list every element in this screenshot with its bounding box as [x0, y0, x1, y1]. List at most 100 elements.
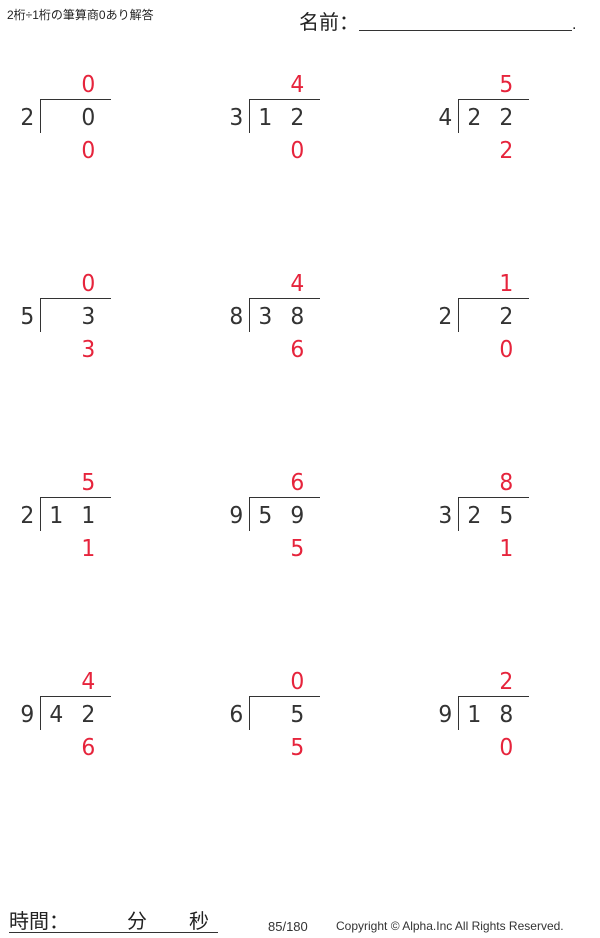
- quotient: 5: [499, 72, 514, 98]
- dividend-ones: 8: [290, 304, 305, 330]
- remainder: 0: [499, 735, 514, 761]
- division-problem-1: 0 2 0 0: [20, 70, 180, 180]
- remainder: 6: [81, 735, 96, 761]
- remainder: 2: [499, 138, 514, 164]
- dividend-tens: 5: [258, 503, 273, 529]
- division-problem-11: 0 6 5 5: [229, 667, 389, 777]
- dividend-tens: 1: [467, 702, 482, 728]
- division-problem-7: 5 2 1 1 1: [20, 468, 180, 578]
- minutes-label: 分: [127, 911, 147, 933]
- division-bracket-top: [458, 696, 529, 697]
- dividend-ones: 2: [499, 304, 514, 330]
- division-problem-5: 4 8 3 8 6: [229, 269, 389, 379]
- dividend-ones: 2: [499, 105, 514, 131]
- dividend-ones: 5: [290, 702, 305, 728]
- dividend-tens: 4: [49, 702, 64, 728]
- dividend-tens: 2: [467, 105, 482, 131]
- division-problem-8: 6 9 5 9 5: [229, 468, 389, 578]
- division-bracket-top: [249, 298, 320, 299]
- remainder: 5: [290, 536, 305, 562]
- divisor: 2: [20, 503, 35, 529]
- time-field: 時間： 分 秒: [9, 903, 218, 933]
- divisor: 9: [438, 702, 453, 728]
- dividend-ones: 8: [499, 702, 514, 728]
- dividend-ones: 1: [81, 503, 96, 529]
- divisor: 4: [438, 105, 453, 131]
- quotient: 8: [499, 470, 514, 496]
- division-bracket-top: [40, 696, 111, 697]
- quotient: 0: [81, 72, 96, 98]
- division-problem-9: 8 3 2 5 1: [438, 468, 598, 578]
- divisor: 6: [229, 702, 244, 728]
- division-bracket-side: [458, 298, 459, 332]
- division-bracket-top: [249, 99, 320, 100]
- quotient: 4: [290, 72, 305, 98]
- divisor: 9: [20, 702, 35, 728]
- division-bracket-top: [249, 497, 320, 498]
- quotient: 0: [81, 271, 96, 297]
- dividend-tens: 2: [467, 503, 482, 529]
- division-bracket-top: [458, 497, 529, 498]
- division-bracket-side: [40, 298, 41, 332]
- seconds-label: 秒: [189, 911, 209, 933]
- remainder: 0: [81, 138, 96, 164]
- remainder: 5: [290, 735, 305, 761]
- quotient: 0: [290, 669, 305, 695]
- divisor: 5: [20, 304, 35, 330]
- dividend-tens: 1: [49, 503, 64, 529]
- division-problem-2: 4 3 1 2 0: [229, 70, 389, 180]
- remainder: 1: [499, 536, 514, 562]
- worksheet-title: 2桁÷1桁の筆算商0あり解答: [7, 8, 154, 22]
- dividend-ones: 0: [81, 105, 96, 131]
- division-problem-6: 1 2 2 0: [438, 269, 598, 379]
- division-bracket-side: [249, 298, 250, 332]
- dividend-ones: 3: [81, 304, 96, 330]
- division-bracket-top: [458, 99, 529, 100]
- remainder: 0: [499, 337, 514, 363]
- copyright-notice: Copyright © Alpha.Inc All Rights Reserve…: [336, 919, 564, 933]
- name-period: .: [572, 16, 577, 33]
- dividend-tens: 3: [258, 304, 273, 330]
- dividend-ones: 9: [290, 503, 305, 529]
- name-underline: [359, 30, 572, 31]
- remainder: 3: [81, 337, 96, 363]
- division-bracket-side: [458, 99, 459, 133]
- division-bracket-top: [40, 99, 111, 100]
- quotient: 6: [290, 470, 305, 496]
- division-problem-3: 5 4 2 2 2: [438, 70, 598, 180]
- division-bracket-side: [249, 99, 250, 133]
- division-bracket-top: [458, 298, 529, 299]
- divisor: 3: [438, 503, 453, 529]
- divisor: 2: [20, 105, 35, 131]
- remainder: 6: [290, 337, 305, 363]
- division-bracket-side: [40, 99, 41, 133]
- dividend-ones: 2: [81, 702, 96, 728]
- division-bracket-side: [249, 497, 250, 531]
- divisor: 9: [229, 503, 244, 529]
- division-problem-10: 4 9 4 2 6: [20, 667, 180, 777]
- remainder: 0: [290, 138, 305, 164]
- name-label: 名前：: [299, 12, 359, 34]
- dividend-tens: 1: [258, 105, 273, 131]
- remainder: 1: [81, 536, 96, 562]
- page-number: 85/180: [268, 919, 308, 934]
- dividend-ones: 2: [290, 105, 305, 131]
- division-bracket-side: [40, 497, 41, 531]
- division-problem-12: 2 9 1 8 0: [438, 667, 598, 777]
- division-bracket-top: [249, 696, 320, 697]
- divisor: 3: [229, 105, 244, 131]
- division-bracket-side: [40, 696, 41, 730]
- dividend-ones: 5: [499, 503, 514, 529]
- division-bracket-side: [249, 696, 250, 730]
- division-problem-4: 0 5 3 3: [20, 269, 180, 379]
- quotient: 1: [499, 271, 514, 297]
- quotient: 5: [81, 470, 96, 496]
- name-field: 名前： .: [299, 4, 589, 34]
- divisor: 8: [229, 304, 244, 330]
- division-bracket-top: [40, 497, 111, 498]
- quotient: 2: [499, 669, 514, 695]
- time-label: 時間：: [9, 911, 69, 933]
- divisor: 2: [438, 304, 453, 330]
- quotient: 4: [81, 669, 96, 695]
- division-bracket-side: [458, 696, 459, 730]
